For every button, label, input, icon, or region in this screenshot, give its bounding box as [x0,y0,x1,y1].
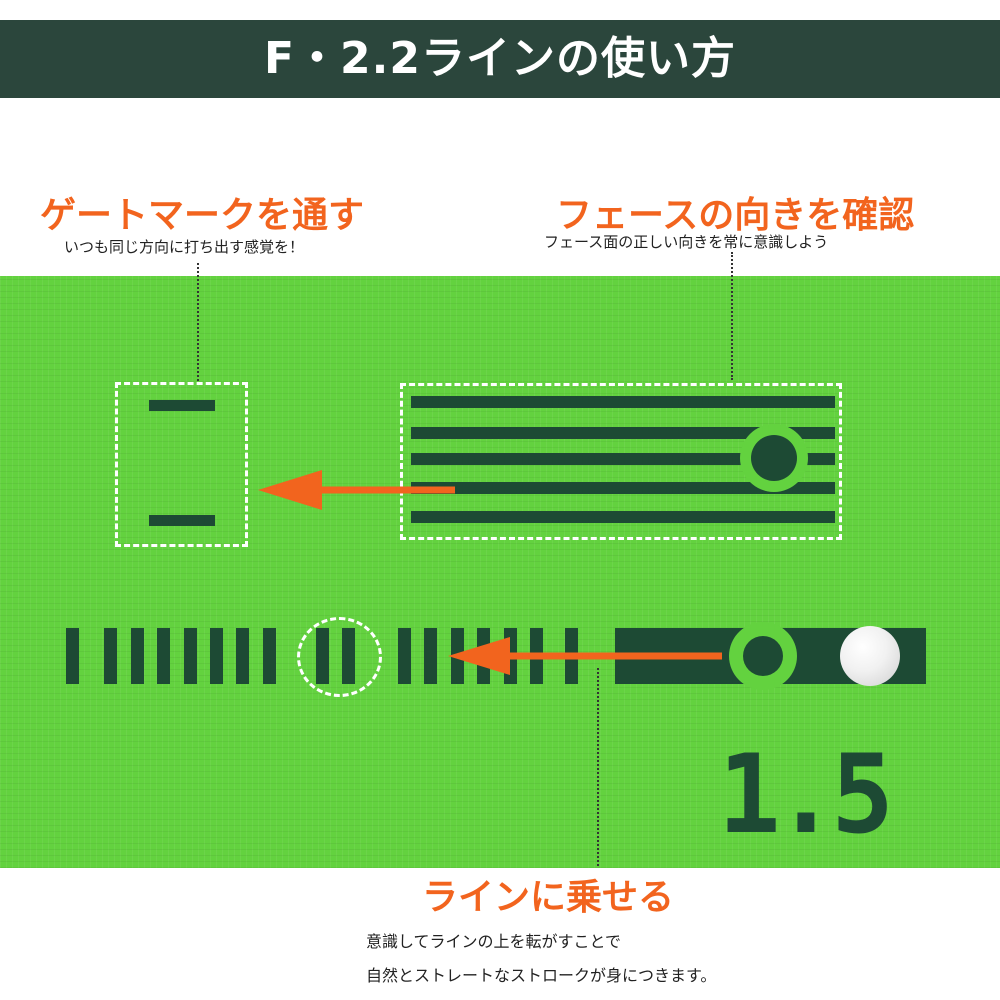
face-target-dot [751,435,797,481]
face-leader-line [731,252,733,380]
gate-leader-line [197,263,199,381]
alignment-stripe [157,628,170,684]
gate-heading: ゲートマークを通す [40,195,365,236]
alignment-stripe [104,628,117,684]
face-heading: フェースの向きを確認 [556,195,915,236]
alignment-stripe [184,628,197,684]
face-line [411,482,835,494]
face-line [411,511,835,523]
face-lines-box [400,383,842,540]
alignment-stripe [131,628,144,684]
gate-mark-box [115,382,248,547]
page-title: F・2.2ラインの使い方 [263,33,736,84]
gate-mark-top [149,400,215,411]
golf-ball-icon [840,626,900,686]
line-leader-line [597,668,599,866]
line-caption-1: 意識してラインの上を転がすことで [366,932,622,951]
alignment-stripe [210,628,223,684]
header-banner: F・2.2ラインの使い方 [0,20,1000,98]
alignment-stripe [398,628,411,684]
face-line [411,453,835,465]
left-arrow-icon [448,637,722,675]
gate-mark-bottom [149,515,215,526]
line-heading: ラインに乗せる [422,877,675,918]
gate-highlight-circle [297,617,382,697]
face-line [411,396,835,408]
putting-mat [0,276,1000,868]
alignment-stripe [263,628,276,684]
face-line [411,427,835,439]
ball-spot-dot [743,636,783,676]
alignment-stripe [66,628,79,684]
mat-number-label: 1.5 [718,729,894,859]
gate-caption: いつも同じ方向に打ち出す感覚を！ [64,238,305,256]
face-caption: フェース面の正しい向きを常に意識しよう [544,233,829,251]
line-caption-2: 自然とストレートなストロークが身につきます。 [366,966,717,985]
alignment-stripe [236,628,249,684]
alignment-stripe [424,628,437,684]
left-arrow-icon [258,470,455,510]
